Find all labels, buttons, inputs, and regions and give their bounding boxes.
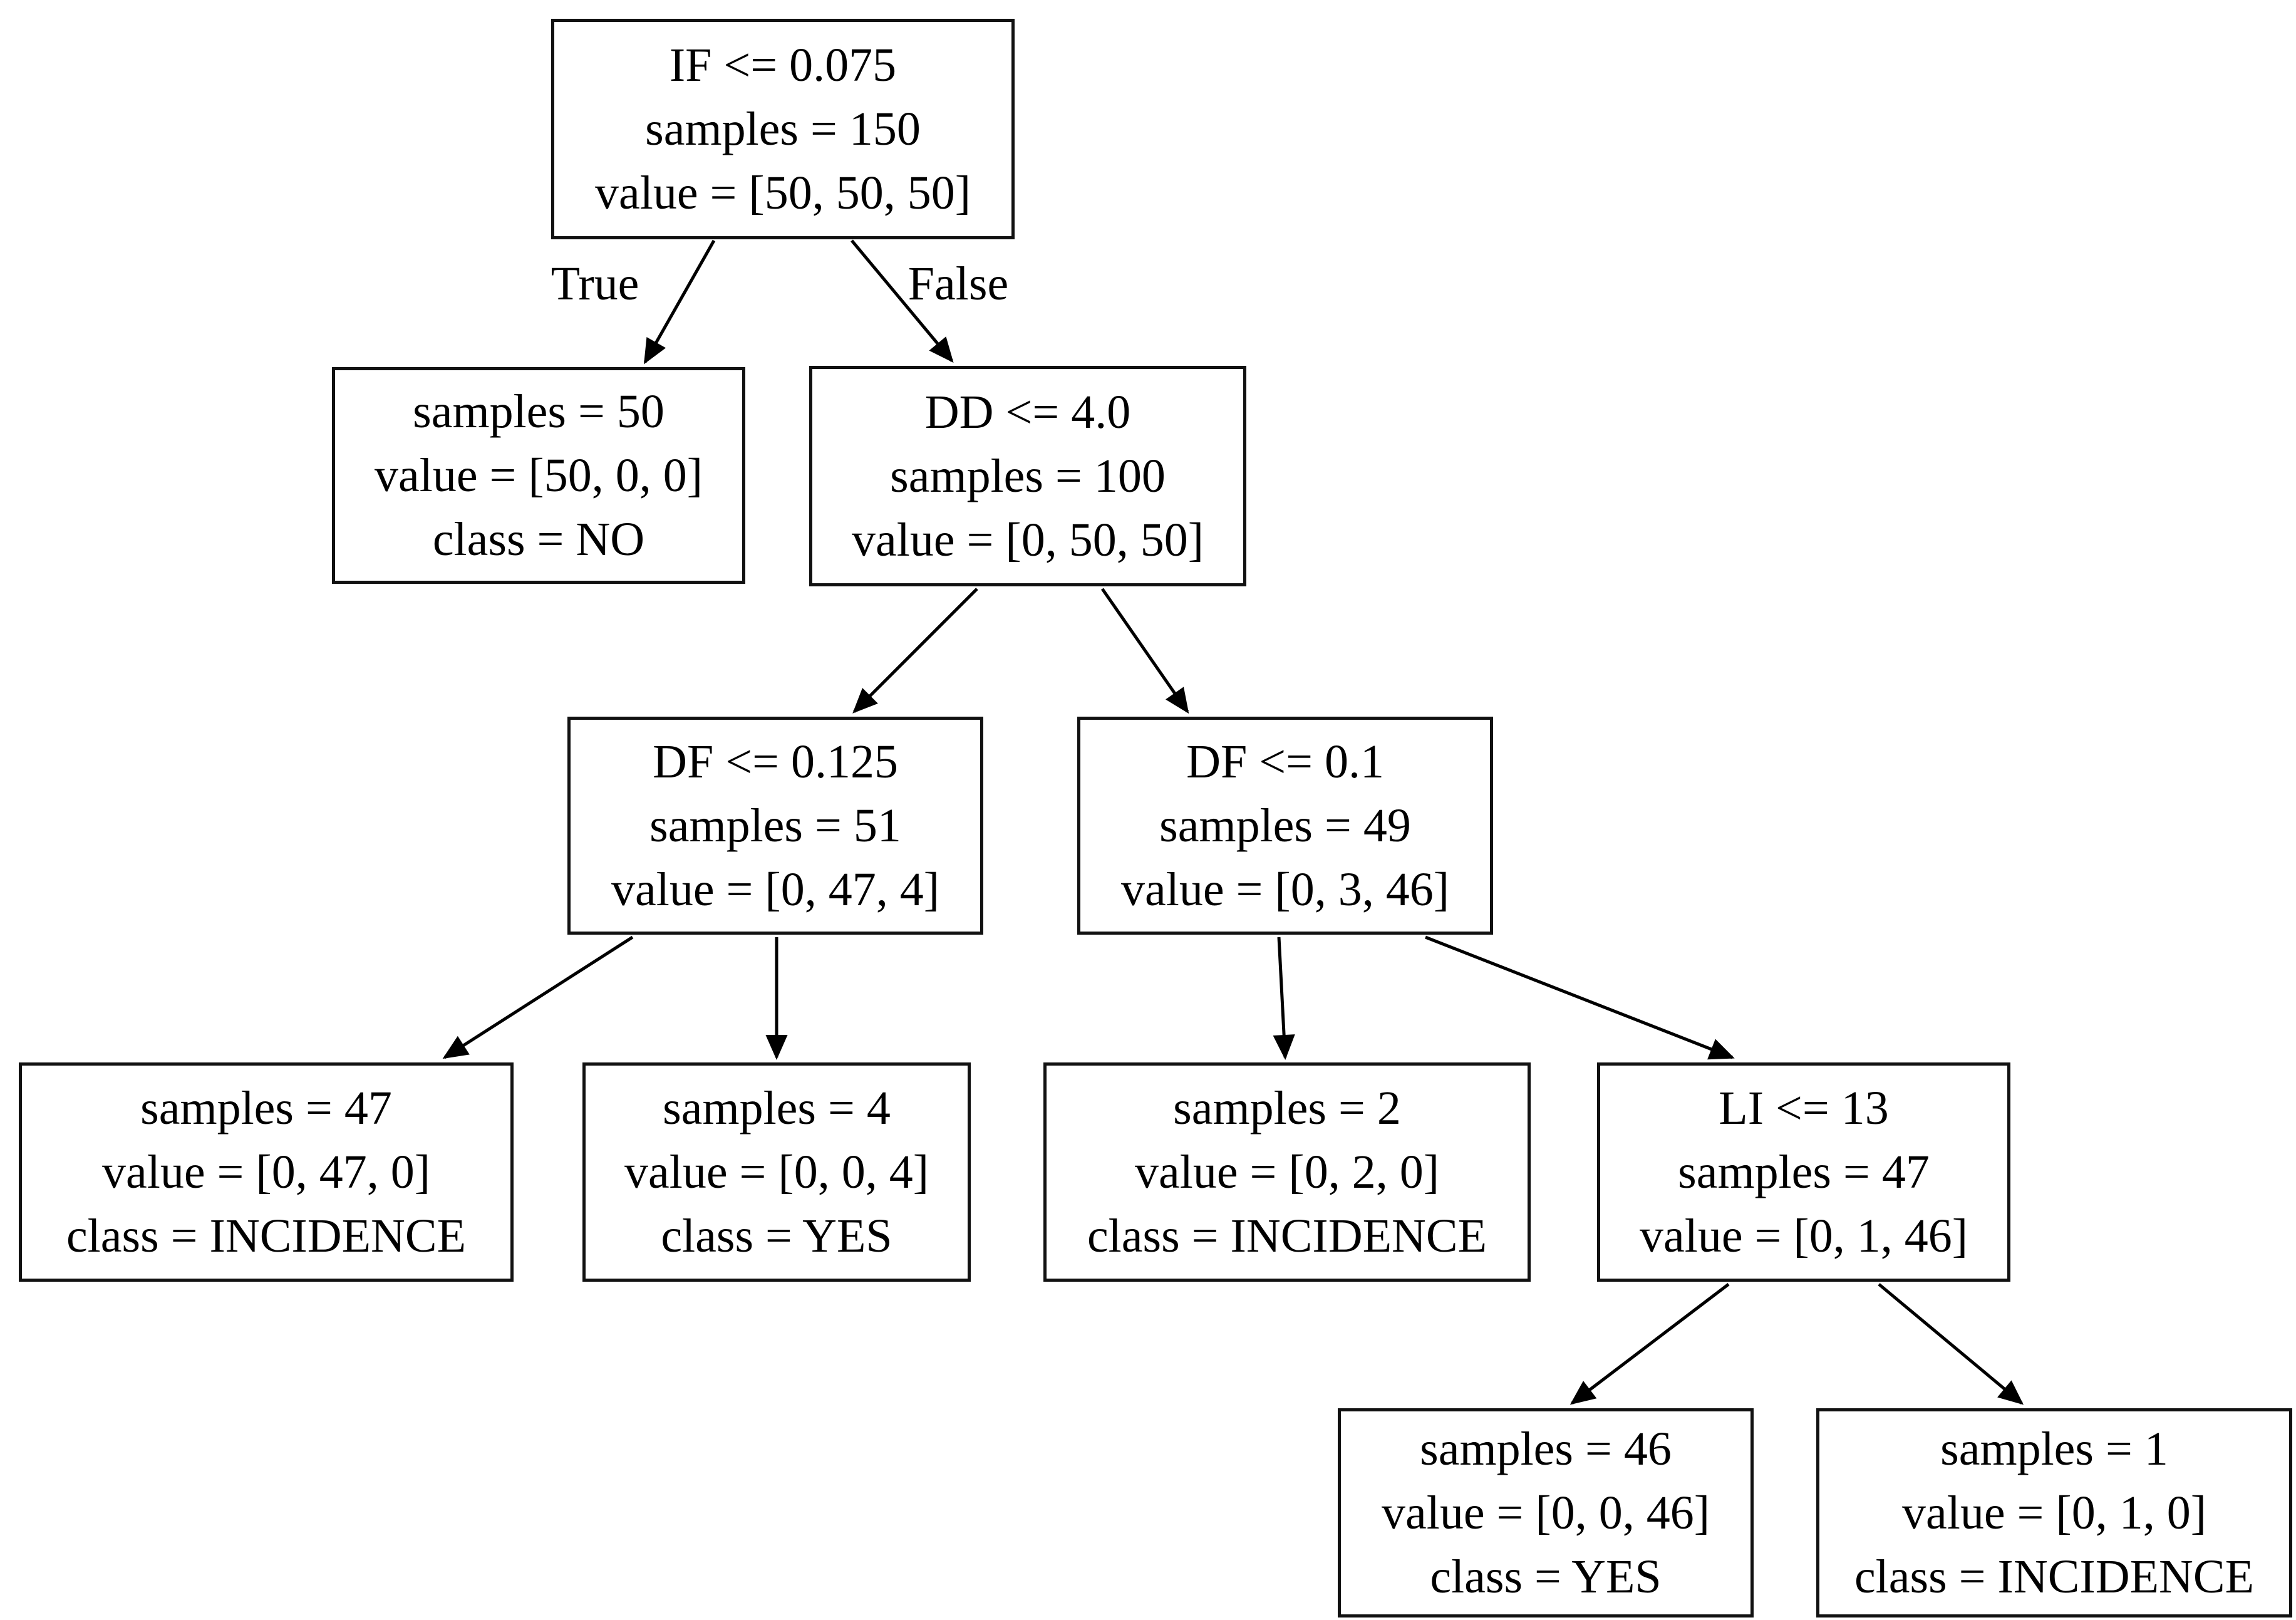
node-samples: samples = 100 [890,450,1166,502]
node-value: value = [0, 2, 0] [1134,1146,1440,1198]
tree-node-leaf-yes-4: samples = 4 value = [0, 0, 4] class = YE… [582,1062,971,1282]
node-split-condition: DD <= 4.0 [924,386,1131,439]
node-value: value = [0, 1, 46] [1639,1210,1968,1262]
tree-node-df-left: DF <= 0.125 samples = 51 value = [0, 47,… [567,717,983,935]
node-split-condition: LI <= 13 [1719,1082,1889,1135]
node-samples: samples = 47 [140,1082,392,1135]
node-value: value = [0, 0, 46] [1381,1487,1710,1539]
node-class: class = INCIDENCE [1087,1210,1487,1262]
node-value: value = [0, 3, 46] [1120,863,1450,916]
edge-label-true: True [551,257,639,310]
node-split-condition: DF <= 0.125 [653,735,898,788]
tree-node-df-right: DF <= 0.1 samples = 49 value = [0, 3, 46… [1077,717,1493,935]
tree-node-root-if: IF <= 0.075 samples = 150 value = [50, 5… [551,19,1015,239]
edge-dd-to-df-left [852,588,978,714]
node-value: value = [0, 1, 0] [1901,1487,2207,1539]
edge-dd-to-df-right [1100,588,1189,714]
edge-li-to-yes46 [1569,1283,1730,1405]
node-value: value = [0, 0, 4] [624,1146,929,1198]
node-value: value = [0, 47, 0] [101,1146,431,1198]
tree-node-leaf-yes-46: samples = 46 value = [0, 0, 46] class = … [1338,1408,1754,1617]
node-value: value = [50, 0, 0] [374,449,703,502]
node-class: class = NO [432,513,645,566]
node-class: class = YES [661,1210,892,1262]
edge-dfleft-to-incidence47 [442,935,634,1059]
node-samples: samples = 49 [1159,799,1411,852]
node-samples: samples = 50 [413,385,664,438]
tree-node-li: LI <= 13 samples = 47 value = [0, 1, 46] [1597,1062,2010,1282]
edge-root-to-no-leaf [643,239,716,365]
node-split-condition: IF <= 0.075 [669,39,897,91]
node-split-condition: DF <= 0.1 [1186,735,1384,788]
node-samples: samples = 150 [645,103,921,155]
node-value: value = [0, 47, 4] [611,863,940,916]
node-class: class = INCIDENCE [1854,1550,2255,1603]
node-class: class = INCIDENCE [66,1210,467,1262]
node-class: class = YES [1430,1550,1662,1603]
tree-node-leaf-no: samples = 50 value = [50, 0, 0] class = … [332,367,745,584]
node-value: value = [50, 50, 50] [594,167,971,219]
tree-node-leaf-incidence-2: samples = 2 value = [0, 2, 0] class = IN… [1043,1062,1531,1282]
tree-node-dd: DD <= 4.0 samples = 100 value = [0, 50, … [809,366,1246,586]
edge-li-to-incidence1 [1878,1283,2024,1405]
node-samples: samples = 1 [1940,1423,2168,1475]
edge-label-false: False [908,257,1009,310]
node-samples: samples = 51 [649,799,901,852]
node-samples: samples = 47 [1678,1146,1930,1198]
node-samples: samples = 4 [663,1082,891,1135]
tree-node-leaf-incidence-1: samples = 1 value = [0, 1, 0] class = IN… [1816,1408,2292,1617]
node-value: value = [0, 50, 50] [851,514,1204,566]
edge-dfright-to-li [1425,935,1735,1060]
edge-root-to-dd [851,239,954,363]
tree-node-leaf-incidence-47: samples = 47 value = [0, 47, 0] class = … [19,1062,514,1282]
edge-dfright-to-incidence2 [1273,937,1295,1060]
node-samples: samples = 2 [1173,1082,1401,1135]
node-samples: samples = 46 [1420,1423,1672,1475]
